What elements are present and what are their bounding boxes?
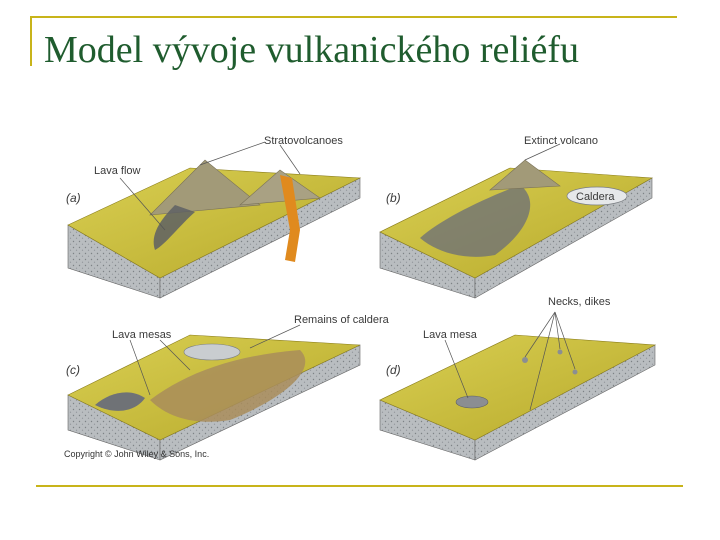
leader-line [554,311,561,350]
panel-letter: (b) [386,191,401,205]
panel-b: (b) Extinct volcano Caldera [379,135,654,299]
leader-line [524,143,561,161]
leader-line [279,144,301,175]
magma-conduit [280,175,300,262]
lava-mesa-shape [455,395,489,409]
leader-line [249,324,301,349]
panel-letter: (d) [386,363,401,377]
leader-line [199,141,266,166]
leader-line [524,311,556,358]
lava-mesa-shape [95,392,145,411]
extinct-volcano-label: Extinct volcano [524,135,598,147]
top-rule-vertical [30,16,32,66]
volcanic-neck [522,357,528,363]
eroded-lava-plain [420,185,531,257]
volcanic-neck [572,369,578,375]
necks-dikes-label: Necks, dikes [548,296,611,308]
caldera-shape [566,186,628,206]
leader-line [444,339,469,399]
panel-c: (c) Remains of caldera Lava mesas [66,314,390,461]
caldera-remains [183,343,241,361]
leader-line [159,339,191,371]
leader-line [119,177,166,231]
bottom-rule [36,485,683,487]
lava-flow-label: Lava flow [94,165,141,177]
lava-mesas-label: Lava mesas [112,329,172,341]
caldera-label: Caldera [576,191,615,203]
lava-flow-shape [153,205,195,250]
volcanic-neck [557,349,563,355]
panel-letter: (a) [66,191,81,205]
eroded-terrain [150,350,306,422]
stratovolcano-cone-small [239,169,321,206]
slide-title: Model vývoje vulkanického reliéfu [44,29,580,71]
top-rule-horizontal [30,16,677,18]
panel-letter: (c) [66,363,80,377]
panel-a: (a) Stratovolcanoes Lava flow [66,135,362,299]
stratovolcanoes-label: Stratovolcanoes [264,135,343,147]
extinct-volcano-cone [489,159,561,191]
leader-line [554,311,576,370]
stratovolcano-cone [149,159,261,216]
leader-line [129,339,151,396]
leader-line [529,311,556,411]
copyright-notice: Copyright © John Wiley & Sons, Inc. [64,449,210,459]
block-top [379,334,657,441]
panel-d: (d) Necks, dikes Lava mesa [379,296,657,461]
remains-of-caldera-label: Remains of caldera [294,314,390,326]
lava-mesa-label: Lava mesa [423,329,478,341]
